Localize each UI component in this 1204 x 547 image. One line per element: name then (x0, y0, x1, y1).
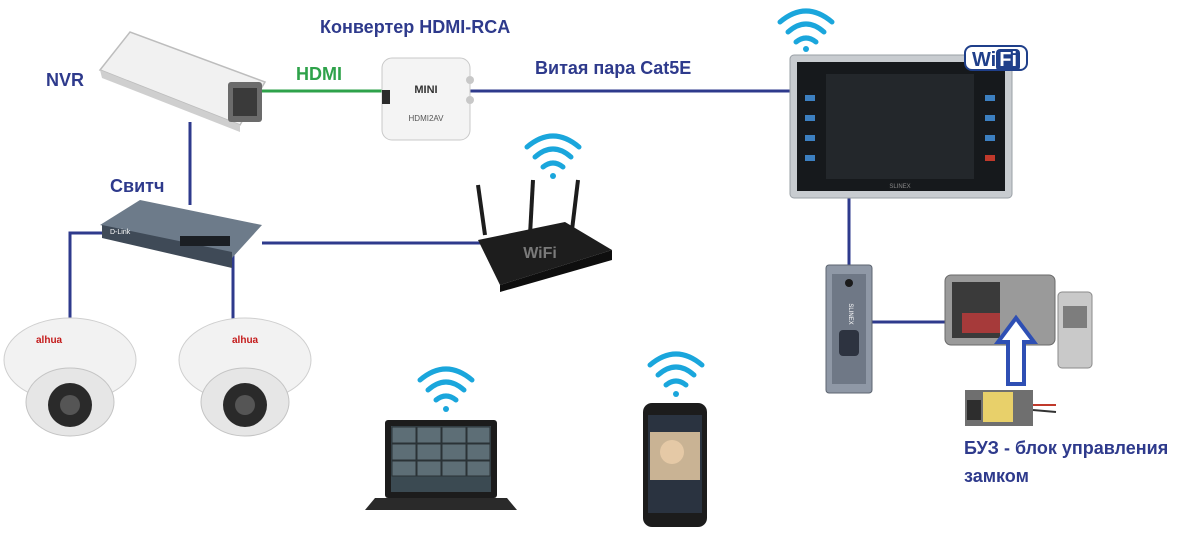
nvr-device (100, 32, 265, 132)
lock-controller-label-line2: замком (964, 466, 1029, 487)
dome-camera-2: alhua (179, 318, 311, 436)
wifi-logo-wi: Wi (972, 49, 996, 71)
router-wifi-text: WiFi (523, 245, 557, 262)
video-intercom-monitor: SLINEX (790, 55, 1012, 198)
wifi-signal-icon-phone (650, 354, 702, 397)
converter-title-label: Конвертер HDMI-RCA (320, 17, 510, 38)
lock-controller-label-line1: БУЗ - блок управления (964, 438, 1168, 459)
converter-model-text: HDMI2AV (409, 114, 445, 123)
network-switch: D-Link (100, 200, 262, 268)
dome-camera-1: alhua (4, 318, 136, 436)
nvr-label: NVR (46, 70, 84, 91)
monitor-brand-text: SLINEX (889, 184, 910, 190)
outdoor-call-panel: SLINEX (826, 265, 872, 393)
switch-brand-text: D-Link (110, 229, 131, 236)
converter-brand-text: MINI (414, 84, 437, 96)
hdmi-label: HDMI (296, 64, 342, 85)
switch-label: Свитч (110, 176, 164, 197)
camera-2-brand: alhua (232, 335, 259, 346)
twisted-pair-label: Витая пара Cat5E (535, 58, 691, 79)
wifi-signal-icon-monitor (780, 11, 832, 52)
laptop (365, 420, 517, 510)
doorbell-brand-text: SLINEX (847, 303, 853, 324)
hdmi-rca-converter: MINI HDMI2AV (382, 58, 474, 140)
wifi-signal-icon-router (527, 136, 579, 179)
wifi-signal-icon-laptop (420, 369, 472, 412)
smartphone (643, 403, 707, 527)
lock-control-unit (965, 390, 1056, 426)
camera-1-brand: alhua (36, 335, 63, 346)
wifi-logo-fi: Fi (996, 49, 1020, 71)
wifi-router: WiFi (478, 180, 612, 292)
